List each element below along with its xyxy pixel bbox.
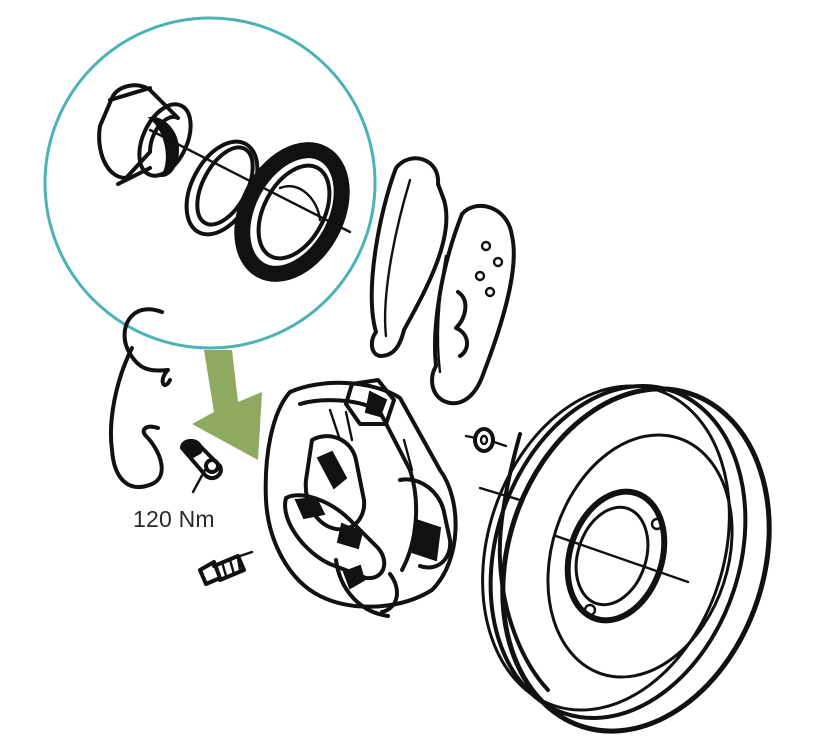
brake-caliper [263, 378, 458, 618]
detail-magnifier [43, 16, 377, 350]
guide-bolt [180, 439, 223, 494]
arrow-down-icon [192, 350, 262, 460]
torque-label: 120 Nm [133, 506, 215, 532]
piston [97, 83, 193, 186]
piston-seal [234, 142, 350, 282]
brake-disc [478, 383, 772, 734]
lower-bolt [198, 550, 254, 586]
brake-pad-inner [430, 204, 516, 406]
brake-pad-outer [369, 156, 449, 358]
washer [464, 427, 508, 453]
spring-clip [108, 307, 172, 489]
